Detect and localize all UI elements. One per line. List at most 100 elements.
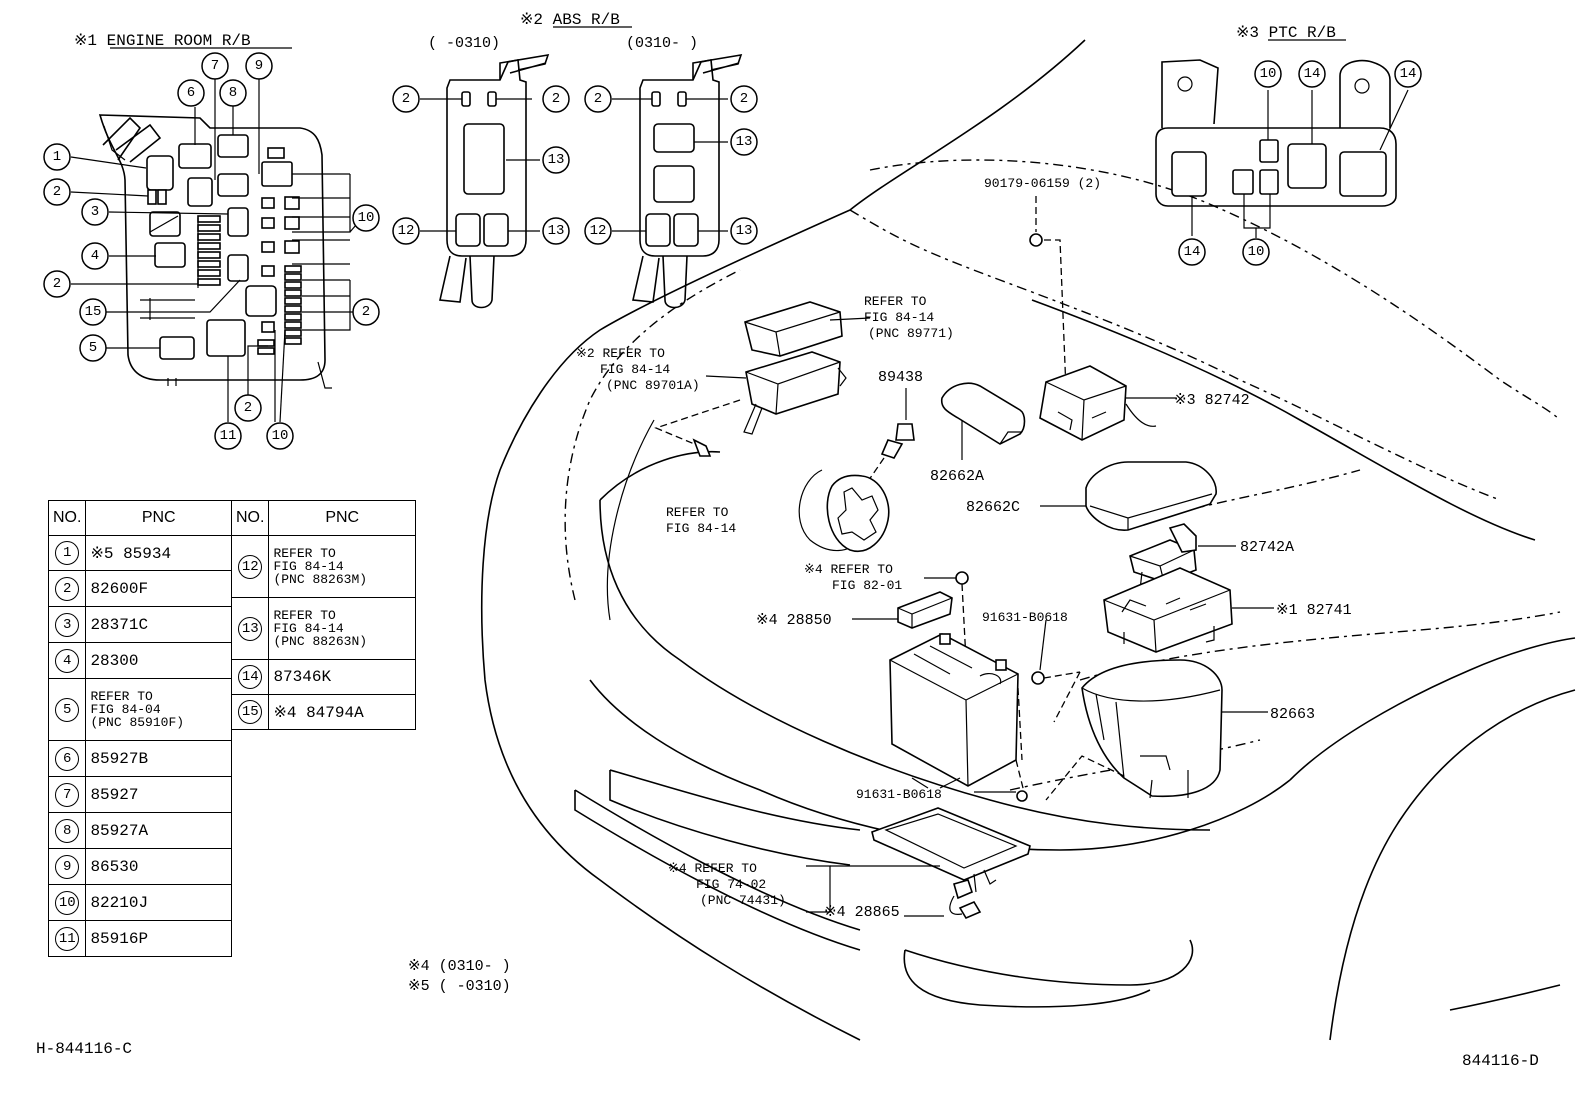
- row-number-badge: 13: [238, 616, 263, 641]
- component-labels: 90179-06159 (2) REFER TO FIG 84-14 (PNC …: [408, 176, 1352, 995]
- row-number: 4: [47, 642, 87, 679]
- table-row: 1※5 85934: [47, 535, 232, 571]
- row-number: 6: [47, 740, 87, 777]
- row-pnc: 82210J: [85, 884, 232, 921]
- row-pnc-line: FIG 84-14: [273, 621, 344, 636]
- label-refer-89771-3: (PNC 89771): [868, 326, 954, 341]
- vehicle-body-outline: [480, 39, 1576, 1041]
- row-number-badge: 1: [55, 541, 80, 565]
- svg-text:2: 2: [594, 91, 602, 107]
- row-number: 5: [47, 678, 87, 741]
- row-number-badge: 10: [55, 890, 80, 915]
- engine-room-relay-block: [70, 79, 363, 423]
- svg-text:7: 7: [211, 58, 219, 74]
- row-number: 14: [230, 659, 270, 695]
- note-4: ※4 (0310- ): [408, 958, 511, 975]
- row-pnc: 85916P: [85, 920, 232, 957]
- row-number-badge: 6: [55, 746, 80, 771]
- svg-text:6: 6: [187, 85, 195, 101]
- label-refer-89701a-1: ※2 REFER TO: [576, 346, 665, 361]
- label-91631-b0618-top: 91631-B0618: [982, 610, 1068, 625]
- row-pnc-line: REFER TO: [273, 546, 336, 561]
- svg-text:3: 3: [91, 204, 99, 220]
- svg-text:12: 12: [398, 223, 415, 239]
- label-82662c: 82662C: [966, 499, 1020, 516]
- label-refer-fig8414-2: FIG 84-14: [666, 521, 736, 536]
- table-row: 15※4 84794A: [230, 694, 416, 730]
- label-82741: ※1 82741: [1276, 602, 1352, 619]
- svg-text:2: 2: [402, 91, 410, 107]
- svg-text:10: 10: [1260, 66, 1277, 82]
- row-number: 10: [47, 884, 87, 921]
- row-pnc: 28300: [85, 642, 232, 679]
- abs-relay-block-right: [612, 53, 743, 309]
- row-number: 13: [230, 597, 270, 660]
- row-number: 15: [230, 694, 270, 730]
- label-82742a: 82742A: [1240, 539, 1294, 556]
- row-number-badge: 14: [238, 665, 263, 689]
- svg-text:13: 13: [548, 223, 565, 239]
- col-no-header: NO.: [47, 500, 87, 536]
- row-number: 7: [47, 776, 87, 813]
- label-90179-06159: 90179-06159 (2): [984, 176, 1101, 191]
- row-pnc: ※4 84794A: [268, 694, 416, 730]
- abs-callouts: 2 2 13 12 13 2 2 13 12 13: [392, 85, 758, 245]
- svg-text:11: 11: [220, 428, 237, 444]
- ptc-header: ※3 PTC R/B: [1236, 24, 1336, 42]
- row-number-badge: 12: [238, 554, 263, 579]
- row-pnc: 86530: [85, 848, 232, 885]
- row-number: 2: [47, 570, 87, 607]
- label-28865: ※4 28865: [824, 904, 900, 921]
- row-pnc: 28371C: [85, 606, 232, 643]
- svg-text:8: 8: [229, 85, 237, 101]
- label-refer-74431-2: FIG 74-02: [696, 877, 766, 892]
- abs-right-range: (0310- ): [626, 35, 698, 52]
- row-pnc: 87346K: [268, 659, 416, 695]
- label-refer-74431-1: ※4 REFER TO: [668, 861, 757, 876]
- label-refer-89701a-3: (PNC 89701A): [606, 378, 700, 393]
- svg-text:13: 13: [736, 223, 753, 239]
- label-refer-fig8414-1: REFER TO: [666, 505, 729, 520]
- row-number-badge: 4: [55, 648, 80, 673]
- svg-text:2: 2: [740, 91, 748, 107]
- svg-text:2: 2: [552, 91, 560, 107]
- col-no-header: NO.: [230, 500, 270, 536]
- svg-text:15: 15: [85, 304, 102, 320]
- note-5: ※5 ( -0310): [408, 978, 511, 995]
- label-82663: 82663: [1270, 706, 1315, 723]
- label-91631-b0618-bottom: 91631-B0618: [856, 787, 942, 802]
- abs-relay-block-left: [420, 53, 550, 309]
- label-89438: 89438: [878, 369, 923, 386]
- row-number: 1: [47, 535, 87, 571]
- row-pnc: 85927B: [85, 740, 232, 777]
- row-number-badge: 8: [55, 818, 80, 843]
- svg-text:14: 14: [1400, 66, 1417, 82]
- svg-text:4: 4: [91, 248, 99, 264]
- row-number: 12: [230, 535, 270, 598]
- svg-text:2: 2: [244, 400, 252, 416]
- label-refer-fig8201-2: FIG 82-01: [832, 578, 902, 593]
- row-number-badge: 3: [55, 612, 80, 637]
- label-refer-74431-3: (PNC 74431): [700, 893, 786, 908]
- svg-text:2: 2: [362, 304, 370, 320]
- svg-text:12: 12: [590, 223, 607, 239]
- col-pnc-header: PNC: [85, 500, 232, 536]
- row-number-badge: 7: [55, 782, 80, 807]
- row-number: 11: [47, 920, 87, 957]
- svg-text:10: 10: [1248, 244, 1265, 260]
